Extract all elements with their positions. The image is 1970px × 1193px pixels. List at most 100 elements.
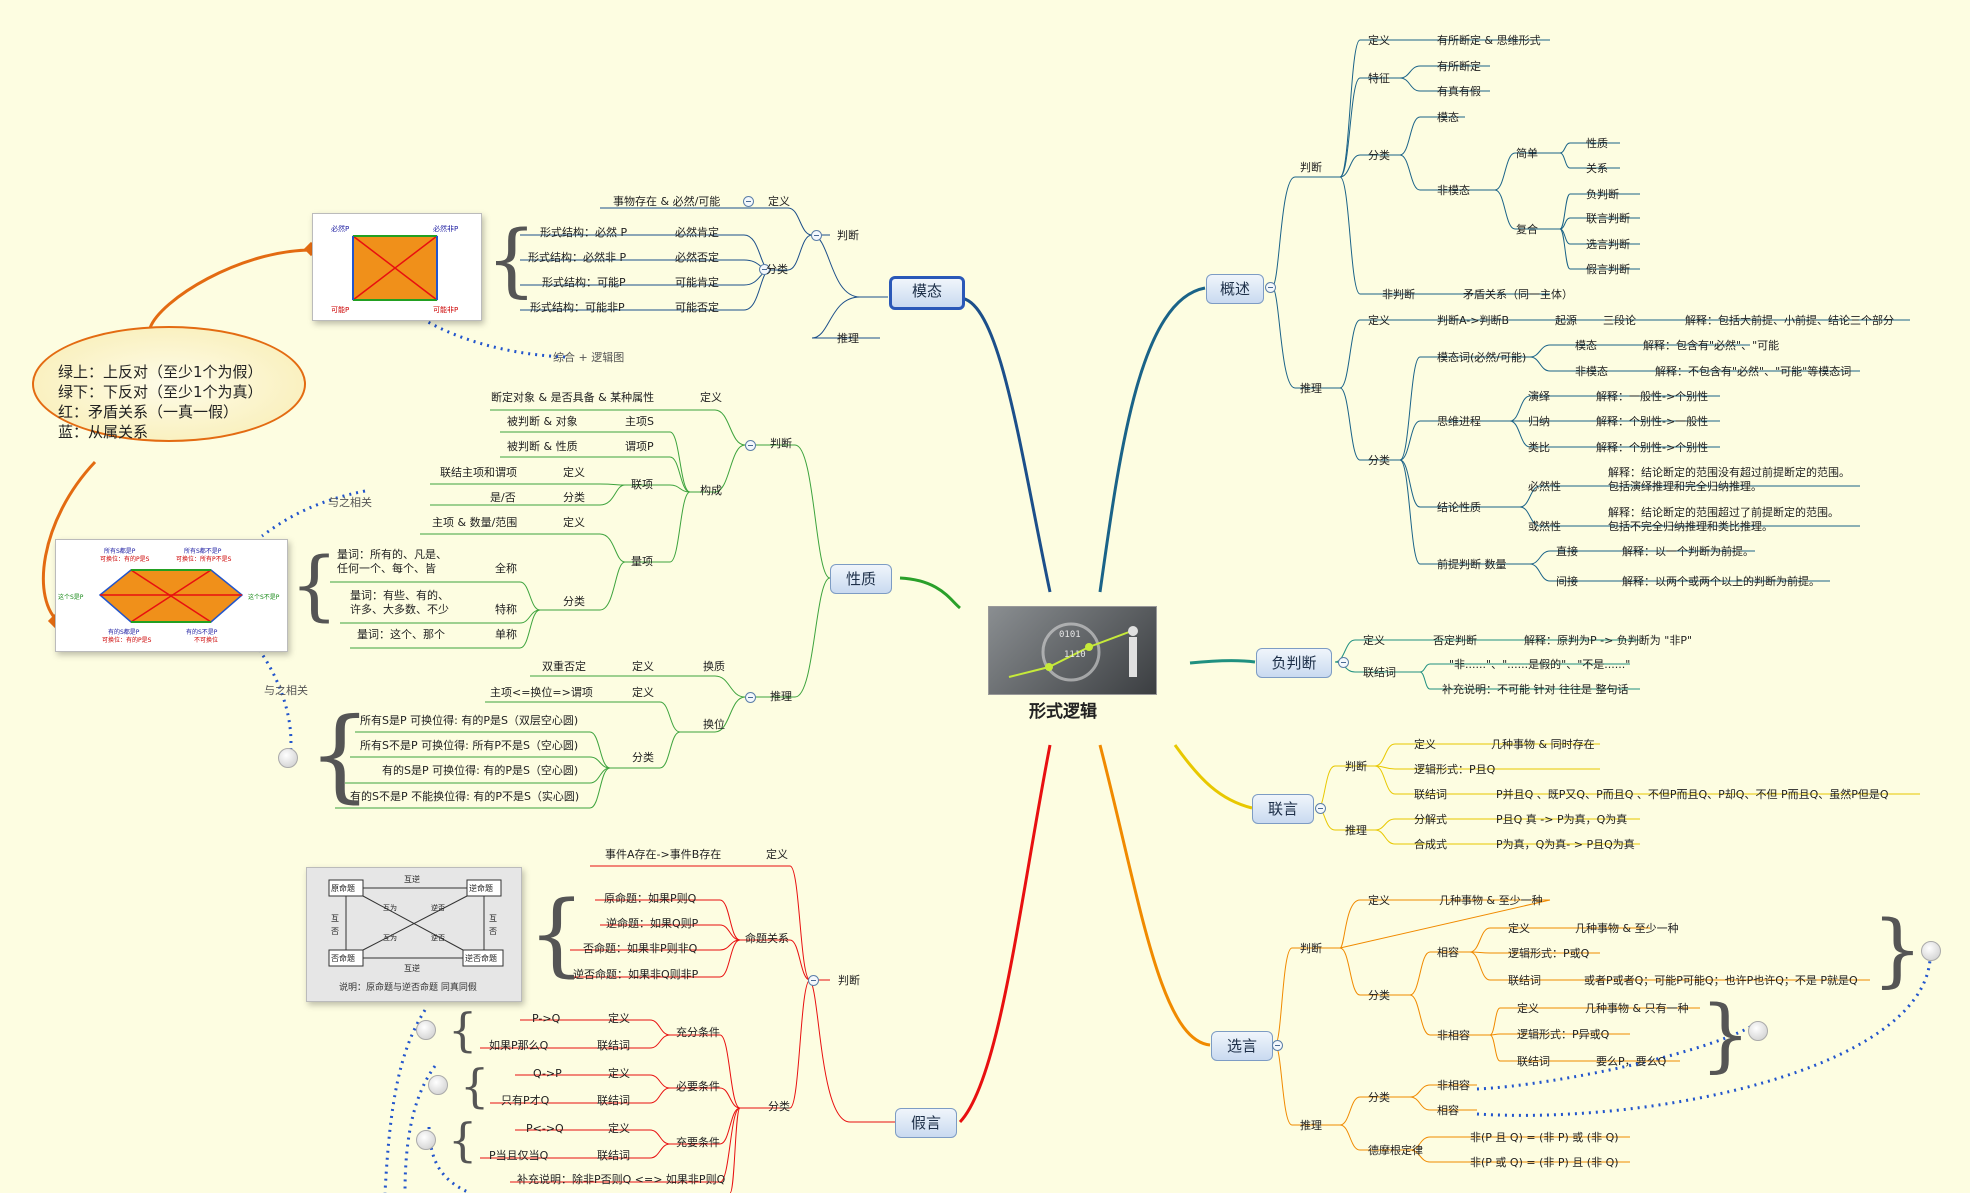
node-property-def-content[interactable]: 断定对象 & 是否具备 & 某种属性 <box>491 391 655 404</box>
node-singular[interactable]: 单称 <box>495 628 517 641</box>
node-conversion-def-content[interactable]: 主项<=换位=>谓项 <box>490 686 593 699</box>
node-compat-form[interactable]: 逻辑形式：P或Q <box>1508 947 1590 960</box>
node-predicate-def[interactable]: 被判断 & 性质 <box>507 440 578 453</box>
collapse-marker[interactable] <box>759 264 770 275</box>
node-probability[interactable]: 或然性 <box>1528 520 1561 533</box>
node-compat-def-content[interactable]: 几种事物 & 至少一种 <box>1575 922 1679 935</box>
node-incompat-conn-words[interactable]: 要么P，要么Q <box>1596 1055 1667 1068</box>
node-inf-syllogism[interactable]: 三段论 <box>1603 314 1636 327</box>
node-ov-negative[interactable]: 负判断 <box>1586 188 1619 201</box>
node-indirect[interactable]: 间接 <box>1556 575 1578 588</box>
node-sufficient-def[interactable]: 定义 <box>608 1012 630 1025</box>
node-obversion[interactable]: 换质 <box>703 660 725 673</box>
node-compat-conn-words[interactable]: 或者P或者Q；可能P可能Q；也许P也许Q；不是 P就是Q <box>1584 974 1858 987</box>
collapse-marker[interactable] <box>1338 657 1349 668</box>
node-disj-judgment[interactable]: 判断 <box>1300 942 1322 955</box>
node-ov-feature-1[interactable]: 有所断定 <box>1437 60 1481 73</box>
node-modal-inference[interactable]: 推理 <box>837 332 859 345</box>
node-conj-comp-rule[interactable]: P为真，Q为真- > P且Q为真 <box>1496 838 1635 851</box>
node-neg-def[interactable]: 定义 <box>1363 634 1385 647</box>
node-conversion-def[interactable]: 定义 <box>632 686 654 699</box>
node-form-2-type[interactable]: 必然否定 <box>675 251 719 264</box>
node-incompat-conn[interactable]: 联结词 <box>1517 1055 1550 1068</box>
node-modal-def[interactable]: 定义 <box>768 195 790 208</box>
node-particular-words-2[interactable]: 许多、大多数、不少 <box>350 603 449 616</box>
node-hypo-def[interactable]: 定义 <box>766 848 788 861</box>
node-hypo-judgment[interactable]: 判断 <box>838 974 860 987</box>
node-ov-relation[interactable]: 关系 <box>1586 162 1608 175</box>
node-incompat-def[interactable]: 定义 <box>1517 1002 1539 1015</box>
node-form-2[interactable]: 形式结构：必然非 P <box>528 251 627 264</box>
node-conj-def[interactable]: 定义 <box>1414 738 1436 751</box>
node-form-3-type[interactable]: 可能肯定 <box>675 276 719 289</box>
node-property-inference[interactable]: 推理 <box>770 690 792 703</box>
node-ov-def[interactable]: 定义 <box>1368 34 1390 47</box>
node-conj-conn[interactable]: 联结词 <box>1414 788 1447 801</box>
legend-note[interactable]: 绿上：上反对（至少1个为假） 绿下：下反对（至少1个为真） 红：矛盾关系（一真一… <box>32 326 306 442</box>
node-inf-origin[interactable]: 起源 <box>1555 314 1577 327</box>
node-premise-count[interactable]: 前提判断 数量 <box>1437 558 1507 571</box>
node-ov-compound[interactable]: 复合 <box>1516 223 1538 236</box>
node-copula-class[interactable]: 分类 <box>563 491 585 504</box>
node-neg-conn[interactable]: 联结词 <box>1363 666 1396 679</box>
node-conv-rule-1[interactable]: 所有S是P 可换位得: 有的P是S（双层空心圆) <box>360 714 579 727</box>
node-inf-def[interactable]: 定义 <box>1368 314 1390 327</box>
node-conv-rule-4[interactable]: 有的S不是P 不能换位得: 有的P不是S（实心圆) <box>350 790 580 803</box>
node-ov-feature[interactable]: 特征 <box>1368 72 1390 85</box>
node-iff-words[interactable]: P当且仅当Q <box>489 1149 549 1162</box>
node-inf-syllogism-explain[interactable]: 解释：包括大前提、小前提、结论三个部分 <box>1685 314 1894 327</box>
node-conj-judgment[interactable]: 判断 <box>1345 760 1367 773</box>
node-converse[interactable]: 逆命题：如果Q则P <box>606 917 699 930</box>
node-form-1[interactable]: 形式结构：必然 P <box>540 226 628 239</box>
central-topic[interactable]: 形式逻辑 <box>1029 702 1097 722</box>
topic-conj[interactable]: 联言 <box>1252 794 1314 824</box>
node-prop-relation[interactable]: 命题关系 <box>745 932 789 945</box>
node-necessary-words[interactable]: 只有P才Q <box>501 1094 550 1107</box>
collapse-marker[interactable] <box>745 440 756 451</box>
node-ov-disj[interactable]: 选言判断 <box>1586 238 1630 251</box>
node-conj-inference[interactable]: 推理 <box>1345 824 1367 837</box>
node-conj-conn-words[interactable]: P并且Q 、既P又Q、P而且Q 、不但P而且Q、P却Q、不但 P而且Q、虽然P但… <box>1496 788 1889 801</box>
node-inf-incompatible[interactable]: 非相容 <box>1437 1079 1470 1092</box>
topic-property[interactable]: 性质 <box>830 564 892 594</box>
collapsed-marker-ball[interactable] <box>1748 1021 1768 1041</box>
node-obversion-def[interactable]: 定义 <box>632 660 654 673</box>
node-demorgan-2[interactable]: 非(P 或 Q) = (非 P) 且 (非 Q) <box>1470 1156 1619 1169</box>
collapsed-marker-ball[interactable] <box>428 1075 448 1095</box>
node-necessary-conn[interactable]: 联结词 <box>597 1094 630 1107</box>
node-copula-def[interactable]: 定义 <box>563 466 585 479</box>
node-iff-form[interactable]: P<->Q <box>526 1122 564 1135</box>
topic-disj[interactable]: 选言 <box>1211 1031 1273 1061</box>
node-copula[interactable]: 联项 <box>631 478 653 491</box>
node-particular[interactable]: 特称 <box>495 603 517 616</box>
node-conv-rule-3[interactable]: 有的S是P 可换位得: 有的P是S（空心圆) <box>382 764 579 777</box>
node-singular-words[interactable]: 量词：这个、那个 <box>357 628 445 641</box>
node-ov-property[interactable]: 性质 <box>1586 137 1608 150</box>
node-property-judgment[interactable]: 判断 <box>770 437 792 450</box>
node-quantifier[interactable]: 量项 <box>631 555 653 568</box>
collapse-marker[interactable] <box>1315 803 1326 814</box>
node-iff[interactable]: 充要条件 <box>676 1136 720 1149</box>
collapse-marker[interactable] <box>808 975 819 986</box>
node-ov-contradiction[interactable]: 矛盾关系（同一主体） <box>1463 288 1573 301</box>
node-necessary[interactable]: 必要条件 <box>676 1080 720 1093</box>
node-deduction-explain[interactable]: 解释：一般性->个别性 <box>1596 390 1709 403</box>
node-ov-modal[interactable]: 模态 <box>1437 111 1459 124</box>
topic-modal[interactable]: 模态 <box>889 276 965 310</box>
node-predicate[interactable]: 谓项P <box>625 440 654 453</box>
node-induction[interactable]: 归纳 <box>1528 415 1550 428</box>
node-inf-compatible[interactable]: 相容 <box>1437 1104 1459 1117</box>
topic-negative[interactable]: 负判断 <box>1256 648 1332 678</box>
node-quantifier-def[interactable]: 定义 <box>563 516 585 529</box>
node-conclusion[interactable]: 结论性质 <box>1437 501 1481 514</box>
node-overview-judgment[interactable]: 判断 <box>1300 161 1322 174</box>
node-inf-nonmodal[interactable]: 非模态 <box>1575 365 1608 378</box>
node-form-3[interactable]: 形式结构：可能P <box>542 276 626 289</box>
node-contrapositive[interactable]: 逆否命题：如果非Q则非P <box>573 968 699 981</box>
node-universal[interactable]: 全称 <box>495 562 517 575</box>
node-sufficient-conn[interactable]: 联结词 <box>597 1039 630 1052</box>
node-induction-explain[interactable]: 解释：个别性->一般性 <box>1596 415 1709 428</box>
node-necessity-explain-1[interactable]: 解释：结论断定的范围没有超过前提断定的范围。 <box>1608 466 1850 479</box>
node-probability-explain-2[interactable]: 包括不完全归纳推理和类比推理。 <box>1608 520 1773 533</box>
node-subject-def[interactable]: 被判断 & 对象 <box>507 415 578 428</box>
